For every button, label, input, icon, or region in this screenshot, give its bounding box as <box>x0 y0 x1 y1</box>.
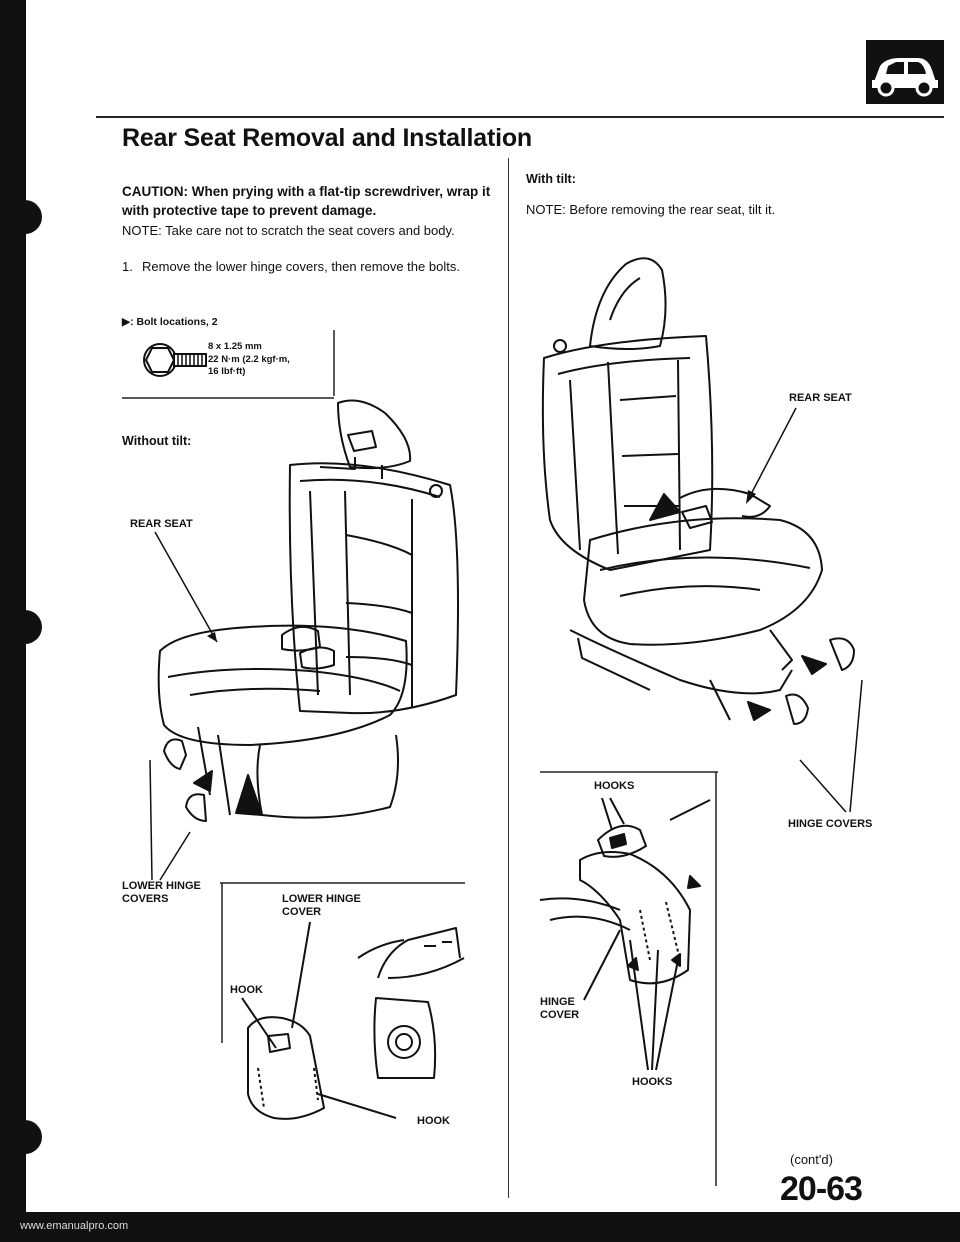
hooks-label-top: HOOKS <box>594 780 635 792</box>
lower-hinge-cover-detail-illustration <box>228 918 478 1128</box>
torque-spec-box <box>122 330 337 399</box>
binding-notch <box>14 200 42 234</box>
hinge-cover-detail-illustration <box>539 790 720 1080</box>
rear-seat-leader-left <box>154 531 218 643</box>
footer-bar <box>0 1212 960 1242</box>
lower-hinge-covers-label: LOWER HINGE COVERS <box>122 880 201 905</box>
rear-seat-label-left: REAR SEAT <box>130 518 193 530</box>
binding-notch <box>14 1120 42 1154</box>
without-tilt-heading: Without tilt: <box>122 434 192 448</box>
lower-hinge-cover-detail-box <box>220 882 465 1043</box>
binding-notch <box>14 610 42 644</box>
step-text: Remove the lower hinge covers, then remo… <box>142 259 460 274</box>
rear-seat-leader-right <box>746 407 797 504</box>
lower-hinge-leaders <box>149 759 191 881</box>
page-number: 20-63 <box>780 1170 863 1208</box>
hinge-covers-label: HINGE COVERS <box>788 818 873 830</box>
caution-text: CAUTION: When prying with a flat-tip scr… <box>122 184 491 218</box>
bolt-legend: ▶: Bolt locations, 2 <box>122 316 218 328</box>
hinge-cover-detail-label: HINGE COVER <box>540 996 580 1021</box>
hook-label-bottom: HOOK <box>417 1115 450 1127</box>
hook-label-top: HOOK <box>230 984 263 996</box>
torque-spec: 8 x 1.25 mm 22 N·m (2.2 kgf·m, 16 lbf·ft… <box>208 341 290 379</box>
vehicle-section-icon <box>866 40 944 104</box>
header-rule <box>96 116 944 118</box>
column-divider <box>508 158 509 1198</box>
with-tilt-heading: With tilt: <box>526 172 576 186</box>
continued-text: (cont'd) <box>790 1152 833 1167</box>
rear-seat-with-tilt-illustration <box>530 250 900 750</box>
rear-seat-without-tilt-illustration <box>150 395 470 835</box>
with-tilt-note: NOTE: Before removing the rear seat, til… <box>526 202 776 217</box>
bolt-size: 8 x 1.25 mm <box>208 341 262 352</box>
hooks-label-bottom: HOOKS <box>632 1076 673 1088</box>
step-number: 1. <box>122 259 133 274</box>
rear-seat-label-right: REAR SEAT <box>789 392 852 404</box>
page-title: Rear Seat Removal and Installation <box>122 124 532 152</box>
watermark-text: www.emanualpro.com <box>20 1220 129 1232</box>
step-1: 1. Remove the lower hinge covers, then r… <box>122 258 492 276</box>
hinge-cover-detail-box <box>540 770 720 1190</box>
note-text: NOTE: Take care not to scratch the seat … <box>122 223 455 238</box>
hinge-covers-leaders <box>799 679 863 813</box>
lower-hinge-cover-detail-label: LOWER HINGE COVER <box>282 893 361 918</box>
torque-value: 22 N·m (2.2 kgf·m, <box>208 353 290 365</box>
torque-value-imperial: 16 lbf·ft) <box>208 366 246 377</box>
